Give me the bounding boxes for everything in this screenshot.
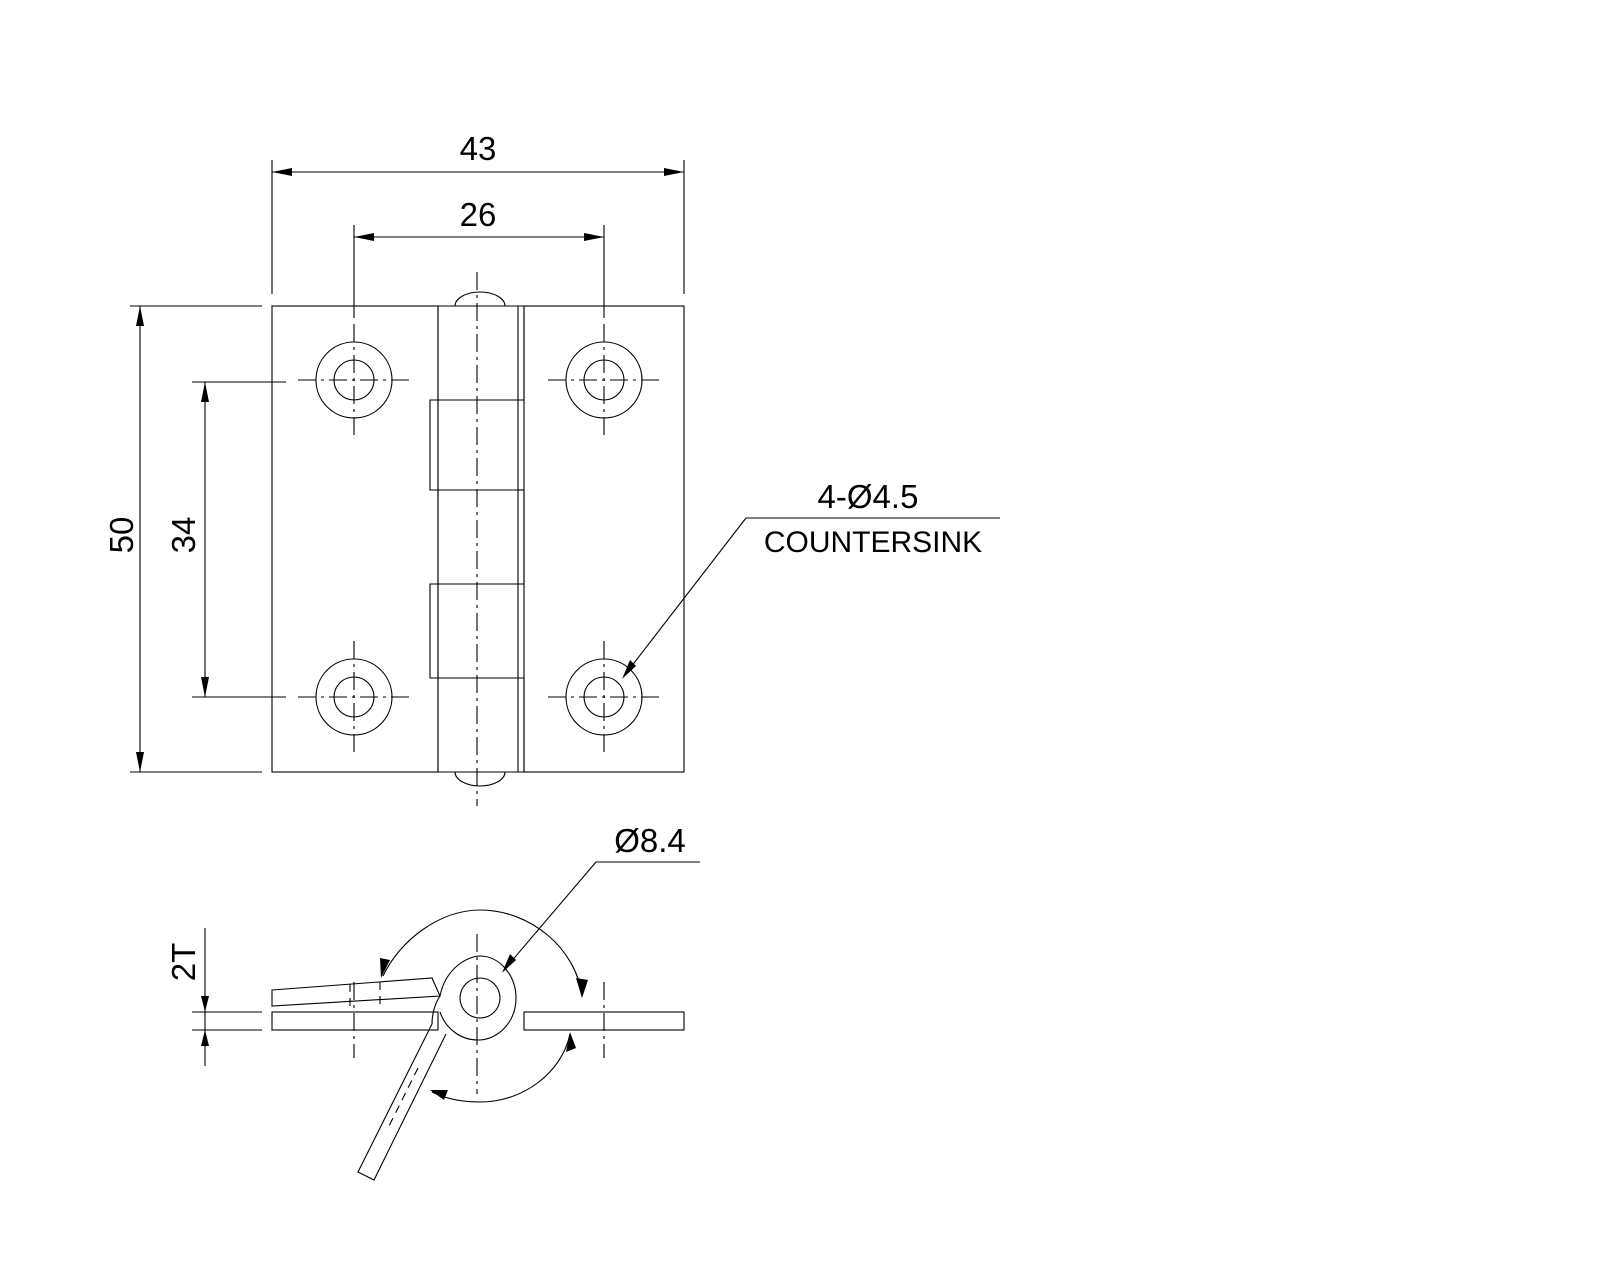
dim-text-26: 26 xyxy=(460,196,497,233)
dim-text-50: 50 xyxy=(103,517,140,554)
rotated-leaf-lower xyxy=(357,1023,447,1181)
rotation-arc-lower xyxy=(431,1033,571,1103)
hole-bottom-right xyxy=(548,641,660,753)
side-leaf-left xyxy=(271,1011,439,1031)
countersink-label: COUNTERSINK xyxy=(764,526,982,559)
left-leaf xyxy=(271,305,439,773)
pin-circle xyxy=(459,977,501,1019)
side-leaf-right xyxy=(523,1011,685,1031)
knuckle-profile xyxy=(439,955,517,1041)
rotated-leaf-upper xyxy=(271,977,441,1007)
hinge-knuckles xyxy=(429,291,525,787)
dim-text-43: 43 xyxy=(460,130,497,167)
rotation-arc-upper xyxy=(382,909,583,997)
side-view: 2T Ø8.4 xyxy=(165,822,700,1181)
front-view: 43 26 50 34 4-Ø4.5 COUNTERSINK xyxy=(103,130,1000,806)
hole-top-left xyxy=(298,324,410,436)
countersink-leader xyxy=(623,517,747,677)
dim-text-34: 34 xyxy=(165,517,202,554)
pin-diameter-label: Ø8.4 xyxy=(614,822,686,859)
pin-leader xyxy=(503,861,597,971)
pin-cap-top xyxy=(454,291,506,307)
hole-spec-label: 4-Ø4.5 xyxy=(818,478,919,515)
hole-top-right xyxy=(548,324,660,436)
hole-bottom-left xyxy=(298,641,410,753)
pin-cap-bottom xyxy=(454,771,506,787)
dim-text-2t: 2T xyxy=(165,943,202,982)
right-leaf xyxy=(523,305,685,773)
